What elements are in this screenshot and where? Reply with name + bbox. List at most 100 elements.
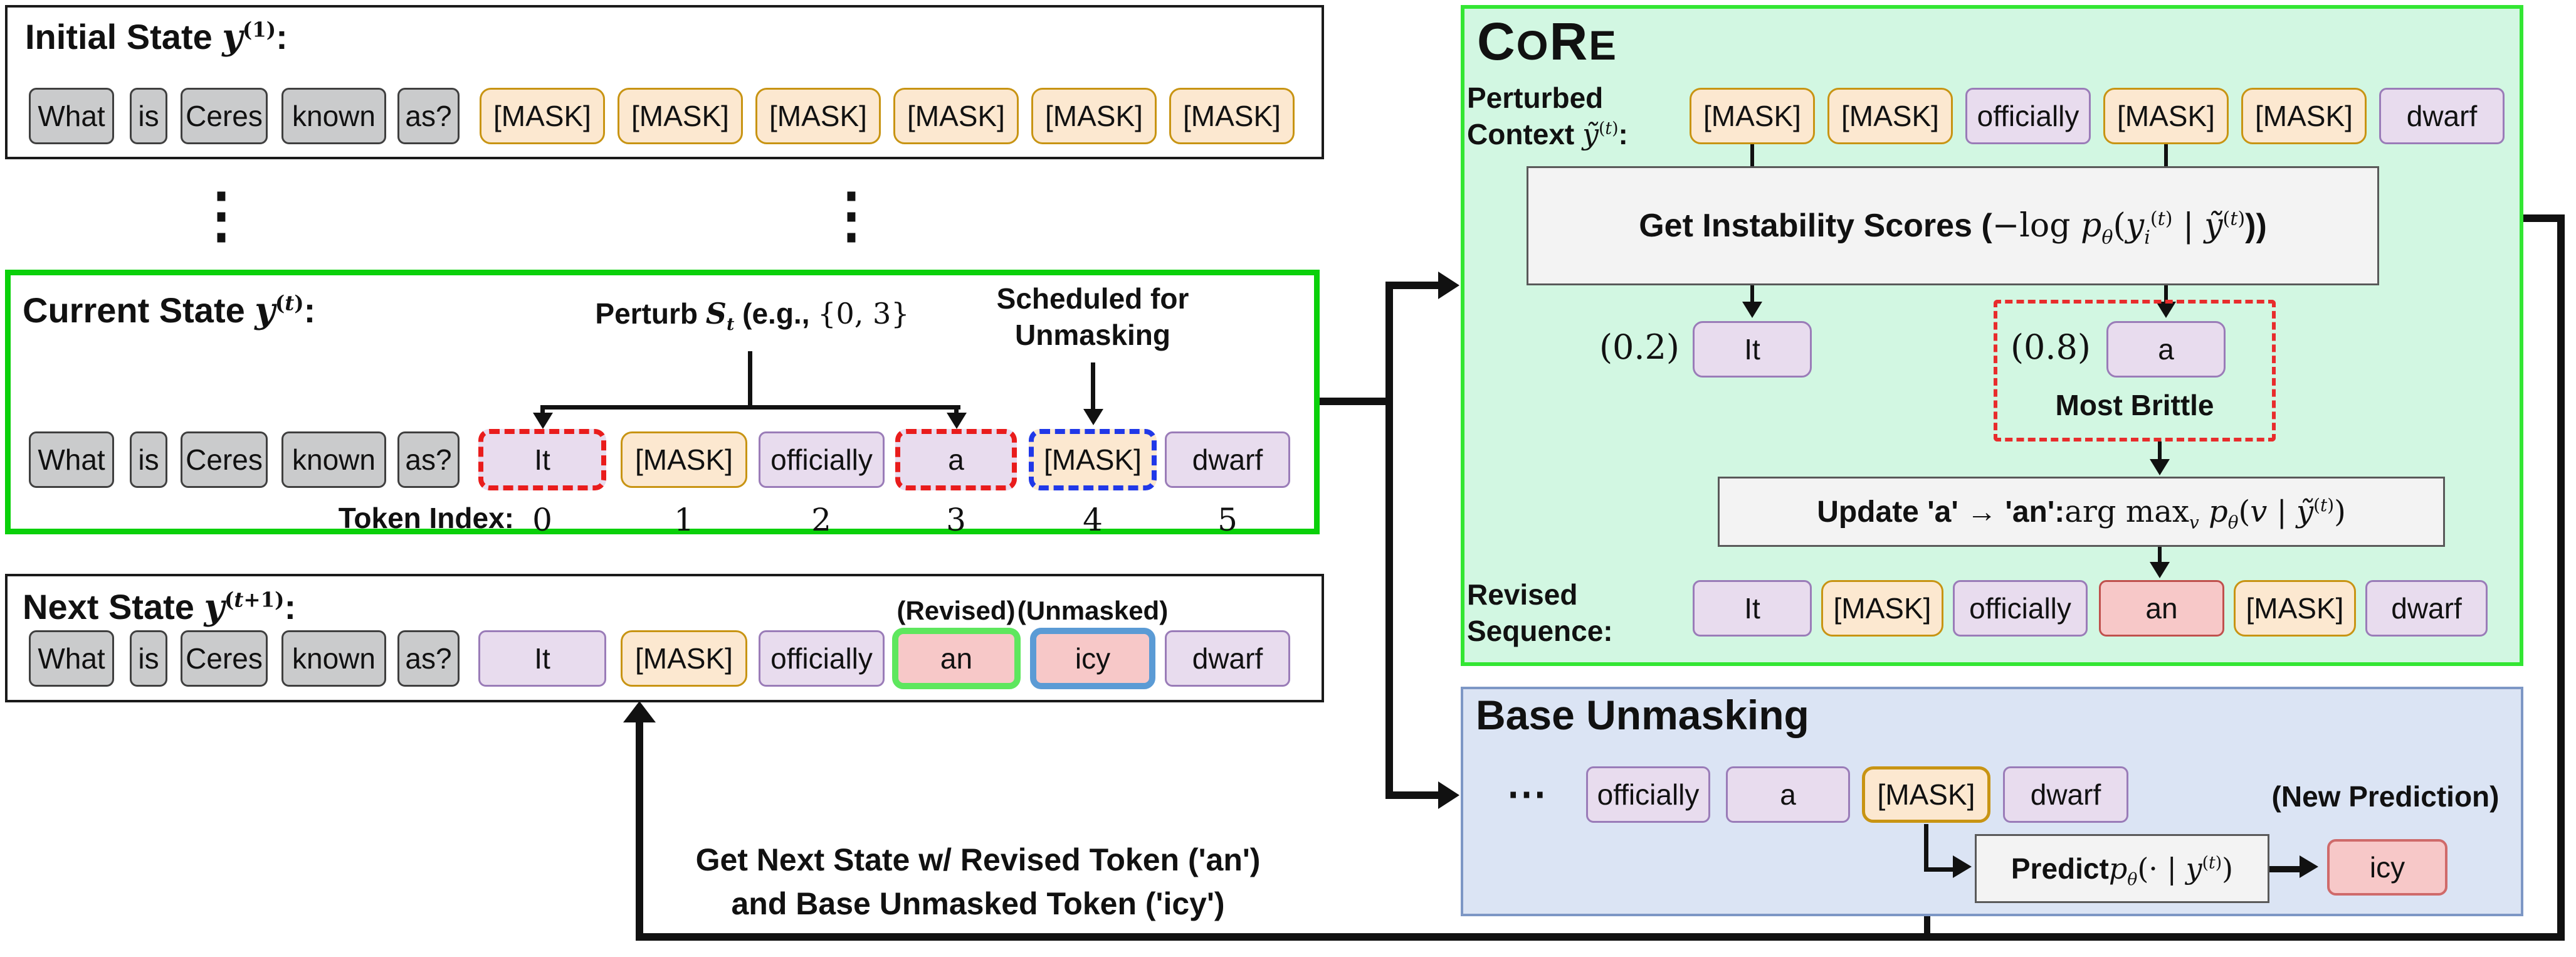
token-mask: [MASK]: [1169, 88, 1295, 144]
vertical-ellipsis: ⋮: [191, 179, 251, 250]
predict-box: Predict pθ(· | y(t)): [1975, 834, 2269, 903]
token-revised: an: [892, 628, 1021, 689]
token: as?: [397, 431, 460, 488]
token-perturbed: It: [478, 429, 606, 490]
token: Ceres: [181, 88, 268, 144]
arrowhead-right-icon: [1438, 272, 1459, 299]
loop-bottom-h: [636, 933, 2565, 941]
arrowhead-up-icon: [623, 701, 656, 722]
revised-sequence-label: Revised Sequence:: [1467, 578, 1613, 647]
token-prediction: icy: [2327, 839, 2447, 896]
arrowhead-down-icon: [2156, 302, 2176, 318]
token: known: [281, 630, 386, 687]
token-mask: [MASK]: [1821, 580, 1943, 637]
perturb-arrow-right: [954, 405, 959, 414]
next-state-title: Next State y(t+1):: [23, 586, 297, 628]
token-scored: a: [2106, 321, 2226, 378]
arrowhead-right-icon: [1953, 855, 1972, 878]
ellipsis: ⋯: [1506, 770, 1547, 817]
token-perturbed: a: [895, 429, 1017, 490]
token-index: 3: [946, 502, 966, 538]
token-mask: [MASK]: [893, 88, 1019, 144]
unmasked-tag: (Unmasked): [1017, 596, 1169, 625]
token-scored: It: [1693, 321, 1812, 378]
update-rule-box: Update 'a' → 'an': arg maxv pθ(v | ỹ(t)): [1718, 477, 2445, 547]
token: What: [29, 431, 114, 488]
vertical-ellipsis: ⋮: [821, 179, 881, 250]
token-mask: [MASK]: [2241, 88, 2367, 144]
predict-elbow-v: [1924, 824, 1928, 872]
token-mask: [MASK]: [1827, 88, 1953, 144]
token: It: [478, 630, 606, 687]
token: It: [1693, 580, 1812, 637]
token-mask: [MASK]: [1031, 88, 1157, 144]
arrowhead-down-icon: [2150, 459, 2170, 475]
token: officially: [1953, 580, 2088, 637]
token: Ceres: [181, 630, 268, 687]
token: is: [130, 88, 167, 144]
token: dwarf: [1165, 630, 1290, 687]
arrowhead-down-icon: [1083, 409, 1103, 425]
token: dwarf: [2365, 580, 2488, 637]
perturb-fork-bar: [540, 405, 960, 410]
predict-elbow-h: [1924, 867, 1955, 872]
token: known: [281, 431, 386, 488]
token-index-label: Token Index:: [338, 502, 514, 534]
initial-state-title: Initial State y(1):: [25, 16, 288, 58]
token-mask: [MASK]: [2103, 88, 2229, 144]
most-brittle-rect: [1994, 300, 2276, 441]
token: a: [1726, 766, 1850, 823]
arrowhead-down-icon: [2150, 562, 2170, 578]
token: is: [130, 630, 167, 687]
perturb-label: Perturb St (e.g., {0, 3}: [595, 297, 910, 335]
token-index: 4: [1083, 502, 1103, 538]
token-unmasked: icy: [1030, 628, 1155, 689]
connector-to-core: [1385, 282, 1441, 289]
update-arrow: [2158, 441, 2162, 460]
token-mask: [MASK]: [755, 88, 881, 144]
token: dwarf: [1165, 431, 1290, 488]
token: officially: [1965, 88, 2091, 144]
loop-top-h: [2523, 214, 2565, 222]
token-mask: [MASK]: [621, 630, 747, 687]
token-index: 2: [811, 502, 831, 538]
token: as?: [397, 630, 460, 687]
connector-current-out: [1320, 398, 1389, 405]
perturb-arrow-left: [540, 405, 545, 414]
arrowhead-right-icon: [1438, 781, 1459, 809]
token: What: [29, 88, 114, 144]
token-mask: [MASK]: [621, 431, 747, 488]
revised-tag: (Revised): [896, 596, 1016, 625]
most-brittle-label: Most Brittle: [2055, 389, 2214, 421]
scheduled-label: Scheduled for Unmasking: [996, 282, 1189, 351]
token: officially: [759, 431, 885, 488]
token-revised: an: [2099, 580, 2224, 637]
token-mask: [MASK]: [1862, 766, 1990, 823]
core-title: CORE: [1477, 12, 1617, 71]
arrowhead-down-icon: [1742, 302, 1762, 318]
token-mask: [MASK]: [1690, 88, 1815, 144]
token: Ceres: [181, 431, 268, 488]
token: is: [130, 431, 167, 488]
loop-right-v: [2557, 214, 2565, 941]
instability-score: (0.2): [1599, 327, 1680, 367]
connector-to-base: [1385, 791, 1441, 799]
perturbed-context-label: Perturbed Context ỹ(t):: [1467, 82, 1628, 151]
new-prediction-label: (New Prediction): [2271, 780, 2500, 813]
connector-trunk: [1385, 282, 1393, 799]
arrowhead-down-icon: [533, 413, 553, 429]
perturb-fork-stem: [748, 351, 752, 408]
token: known: [281, 88, 386, 144]
current-state-title: Current State y(t):: [23, 290, 316, 331]
loop-caption: Get Next State w/ Revised Token ('an') a…: [695, 842, 1261, 921]
score-arrow: [2164, 285, 2168, 303]
base-unmasking-title: Base Unmasking: [1476, 692, 1809, 738]
token-scheduled: [MASK]: [1029, 429, 1157, 490]
token-index: 5: [1217, 502, 1238, 538]
context-line: [1750, 144, 1754, 168]
score-arrow: [1750, 285, 1754, 303]
prediction-arrow: [2269, 866, 2302, 872]
revised-arrow: [2158, 547, 2162, 563]
scheduled-arrow: [1091, 362, 1095, 410]
